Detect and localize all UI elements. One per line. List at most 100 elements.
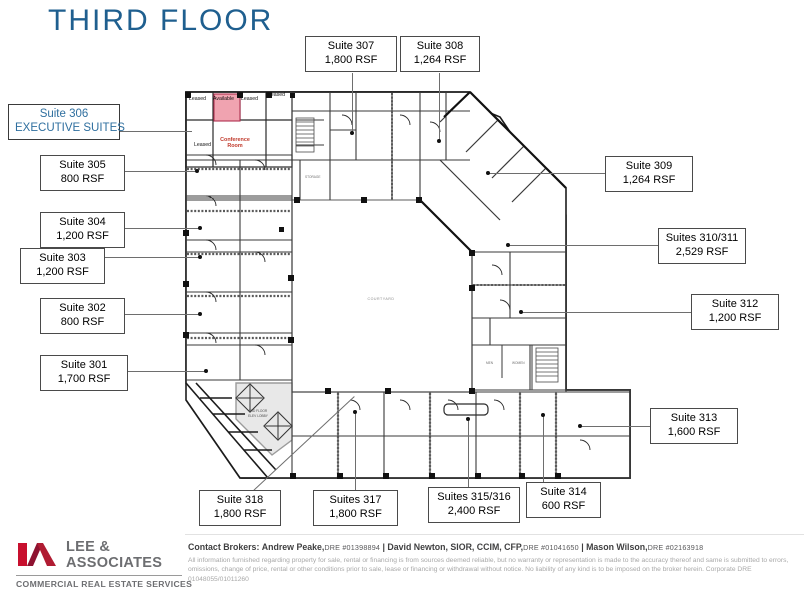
leader-dot-307: [350, 131, 354, 135]
callout-suite-318-suite: Suite 318: [216, 494, 264, 506]
callout-suite-313-suite: Suite 313: [670, 412, 718, 424]
elevator-lobby-label-2: ELEV LOBBY: [248, 414, 269, 418]
broker-2-dre: DRE #01041650: [523, 543, 579, 552]
leader-dot-303: [198, 255, 202, 259]
leader-dot-315-316: [466, 417, 470, 421]
lee-associates-logo-mark: [18, 543, 56, 571]
callout-suite-307[interactable]: Suite 307 1,800 RSF: [305, 36, 397, 72]
callout-suite-305-detail: 800 RSF: [60, 172, 105, 185]
structural-columns: [183, 92, 561, 479]
callout-suite-306[interactable]: Suite 306 EXECUTIVE SUITES: [8, 104, 125, 140]
callout-suite-302-suite: Suite 302: [59, 302, 106, 314]
broker-3-name: Mason Wilson,: [586, 542, 648, 552]
leader-suites-310-311: [508, 245, 658, 246]
callout-suite-314[interactable]: Suite 314 600 RSF: [526, 482, 601, 518]
callout-suite-309-detail: 1,264 RSF: [622, 173, 676, 186]
south-demising-walls: [336, 393, 558, 477]
callout-suites-315-316[interactable]: Suites 315/316 2,400 RSF: [428, 487, 520, 523]
contact-brokers-prefix: Contact Brokers:: [188, 542, 260, 552]
leader-suite-304: [118, 228, 200, 229]
conference-room-label: Conference Room: [220, 137, 250, 149]
courtyard: [291, 199, 473, 393]
callout-suite-314-suite: Suite 314: [540, 486, 587, 498]
leader-suite-301: [118, 371, 206, 372]
callout-suites-310-311-detail: 2,529 RSF: [675, 245, 729, 258]
leased-marker-2: Available: [213, 96, 234, 102]
south-wing-walls: [268, 389, 631, 479]
callout-suite-313-detail: 1,600 RSF: [667, 425, 721, 438]
callout-suite-305[interactable]: Suite 305 800 RSF: [40, 155, 125, 191]
leader-dot-312: [519, 310, 523, 314]
leader-suites-317: [355, 412, 356, 490]
callout-suite-302-detail: 800 RSF: [60, 315, 105, 328]
callout-suite-303[interactable]: Suite 303 1,200 RSF: [20, 248, 105, 284]
callout-suite-302[interactable]: Suite 302 800 RSF: [40, 298, 125, 334]
callout-suite-308[interactable]: Suite 308 1,264 RSF: [400, 36, 480, 72]
restroom-men-label: MEN: [486, 361, 494, 365]
north-stair: [295, 117, 315, 153]
callout-suites-310-311-suite: Suites 310/311: [665, 232, 739, 244]
lee-associates-wordmark: LEE & ASSOCIATES: [66, 539, 162, 571]
restroom-women-label: WOMEN: [512, 361, 525, 365]
lee-associates-logo[interactable]: LEE & ASSOCIATES COMMERCIAL REAL ESTATE …: [14, 539, 192, 595]
callout-suite-301[interactable]: Suite 301 1,700 RSF: [40, 355, 128, 391]
callout-suite-307-detail: 1,800 RSF: [324, 53, 378, 66]
leader-dot-304: [198, 226, 202, 230]
leased-marker-5: Leased: [194, 142, 212, 148]
floor-plan-drawing: COURTYARD: [183, 91, 631, 479]
broker-1-name: Andrew Peake,: [261, 542, 325, 552]
callout-suite-303-detail: 1,200 RSF: [36, 265, 89, 278]
callout-suite-303-suite: Suite 303: [39, 252, 86, 264]
callout-suite-312-detail: 1,200 RSF: [708, 311, 762, 324]
leader-dot-305: [195, 169, 199, 173]
leader-dot-314: [541, 413, 545, 417]
available-room-fill: [213, 93, 241, 122]
broker-2-name: David Newton, SIOR, CCIM, CFP,: [387, 542, 524, 552]
leader-dot-310-311: [506, 243, 510, 247]
logo-divider: [16, 575, 182, 576]
footer-divider: [185, 534, 804, 535]
leased-marker-4: Leased: [268, 92, 286, 98]
callout-suites-317-suite: Suites 317: [329, 494, 382, 506]
restroom-block: [471, 344, 567, 391]
logo-line-2: ASSOCIATES: [66, 555, 163, 571]
elevator-cabs: [235, 383, 293, 441]
leader-suite-309: [488, 173, 608, 174]
callout-suites-317-detail: 1,800 RSF: [329, 507, 382, 520]
leader-suite-312: [521, 312, 691, 313]
callout-suite-318-detail: 1,800 RSF: [213, 507, 267, 520]
callout-suite-307-suite: Suite 307: [327, 40, 375, 52]
broker-3-dre: DRE #02163918: [647, 543, 704, 552]
callout-suite-313[interactable]: Suite 313 1,600 RSF: [650, 408, 738, 444]
leader-dot-317: [353, 410, 357, 414]
leased-marker-3: Leased: [241, 96, 259, 102]
south-conference-table: [443, 403, 489, 416]
leader-suite-308: [439, 73, 440, 141]
east-stair: [535, 347, 559, 383]
callout-suite-306-suite: Suite 306: [39, 108, 89, 120]
callout-suite-318[interactable]: Suite 318 1,800 RSF: [199, 490, 281, 526]
leader-suite-302: [118, 314, 200, 315]
callout-suites-310-311[interactable]: Suites 310/311 2,529 RSF: [658, 228, 746, 264]
page-title: THIRD FLOOR: [48, 4, 274, 37]
callout-suite-301-detail: 1,700 RSF: [57, 372, 111, 385]
callout-suites-317[interactable]: Suites 317 1,800 RSF: [313, 490, 398, 526]
leader-suite-313: [580, 426, 656, 427]
callout-suite-306-detail: EXECUTIVE SUITES: [15, 121, 125, 134]
leader-suite-314: [543, 415, 544, 485]
southwest-angled-wall: [185, 382, 277, 479]
storage-label: STORAGE: [305, 175, 321, 179]
leader-suite-305: [118, 171, 198, 172]
leader-dot-301: [204, 369, 208, 373]
northeast-heavy-walls: [419, 91, 567, 253]
north-wing-walls: [291, 92, 470, 200]
callout-suite-301-suite: Suite 301: [60, 359, 108, 371]
elevator-lobby-label: 3RD FLOOR: [249, 409, 268, 413]
callout-suite-312-suite: Suite 312: [711, 298, 759, 310]
contact-brokers-line: Contact Brokers: Andrew Peake,DRE #01398…: [188, 542, 703, 552]
callout-suite-304[interactable]: Suite 304 1,200 RSF: [40, 212, 125, 248]
courtyard-label: COURTYARD: [368, 297, 395, 301]
callout-suite-309[interactable]: Suite 309 1,264 RSF: [605, 156, 693, 192]
callout-suite-305-suite: Suite 305: [59, 159, 106, 171]
callout-suite-312[interactable]: Suite 312 1,200 RSF: [691, 294, 779, 330]
